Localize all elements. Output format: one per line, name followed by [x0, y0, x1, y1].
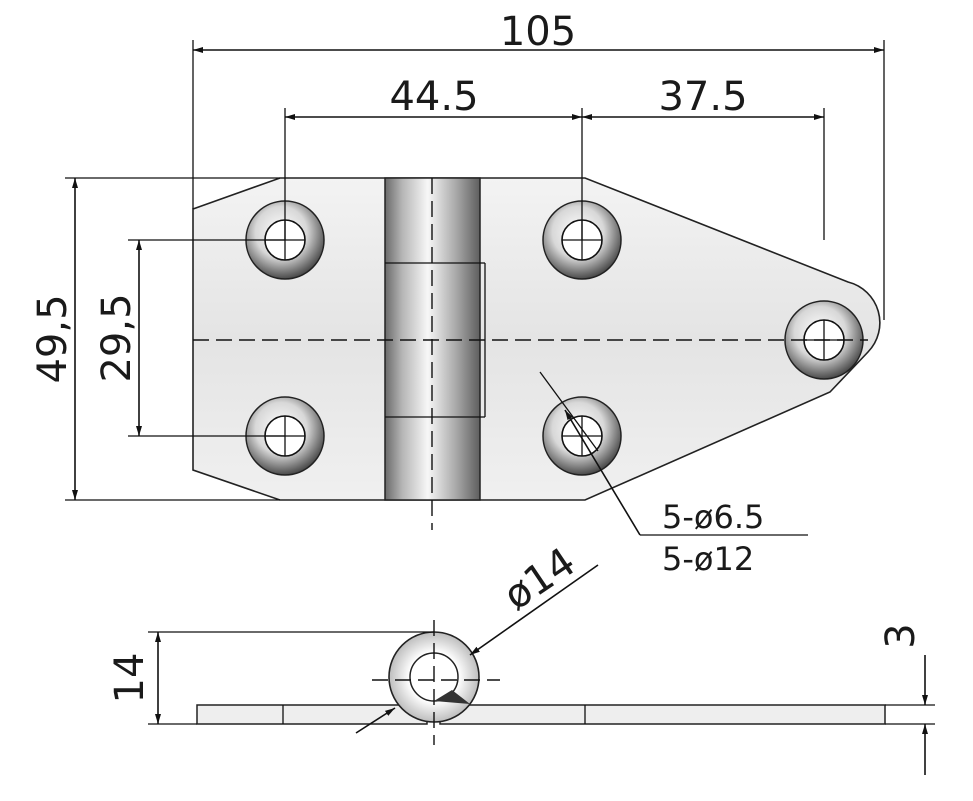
dim-overall-height: 49,5 — [30, 177, 280, 501]
center-lines — [193, 178, 868, 530]
dim-hole-diameter-label: 5-ø6.5 — [662, 498, 764, 536]
dim-hole-vertical-spacing: 29,5 — [94, 239, 285, 437]
hinge-side-view — [196, 620, 886, 745]
leaf-left — [196, 704, 428, 725]
dim-105-label: 105 — [500, 9, 576, 55]
plate-outline — [192, 177, 881, 501]
dim-44-5-label: 44.5 — [389, 74, 478, 120]
dim-49-5-label: 49,5 — [30, 294, 76, 383]
dim-29-5-label: 29,5 — [94, 293, 140, 382]
dim-3-label: 3 — [878, 623, 924, 648]
dim-hole-spacing-right: 37.5 — [582, 74, 825, 240]
dim-hole-spacing-left: 44.5 — [284, 74, 583, 240]
dim-plate-thickness: 3 — [878, 623, 935, 775]
dim-knuckle-height: 14 — [107, 631, 434, 725]
dim-counterbore-label: 5-ø12 — [662, 540, 754, 578]
dim-14-label: 14 — [107, 653, 153, 704]
dim-overall-length: 105 — [192, 9, 885, 320]
hole-bottom-right — [542, 396, 622, 476]
dim-knuckle-diameter-label: ø14 — [496, 539, 584, 619]
dim-37-5-label: 37.5 — [658, 74, 747, 120]
dim-hole-callout: 5-ø6.5 5-ø12 — [539, 371, 808, 578]
leaf-right — [439, 704, 886, 725]
dim-knuckle-diameter: ø14 — [355, 539, 599, 734]
